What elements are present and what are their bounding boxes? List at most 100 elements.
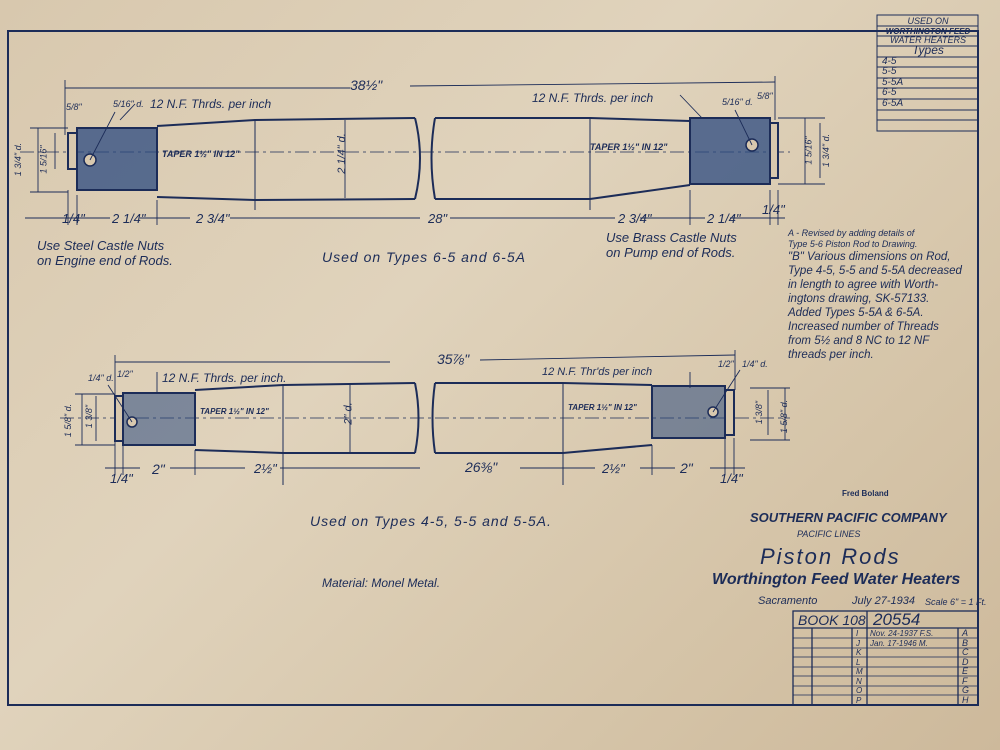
bottom-dim: 2": [152, 461, 165, 477]
bottom-taper-left: TAPER 1½" IN 12": [200, 407, 269, 416]
bottom-thread-note-left: 12 N.F. Thrds. per inch.: [162, 371, 287, 385]
rev-entry: Jan. 17-1946 M.: [870, 639, 928, 648]
revision-a: Type 5-6 Piston Rod to Drawing.: [788, 239, 918, 249]
used-on-heading: USED ON: [907, 16, 949, 26]
type-item: 6-5A: [882, 97, 904, 109]
bottom-overall-length: 35⅞": [437, 351, 470, 367]
bottom-end-length-right: 1/2": [718, 359, 734, 369]
bottom-dia-inner-right: 1 3/8": [754, 400, 765, 425]
top-dim: 2 3/4": [618, 211, 652, 226]
bottom-rod-dimensions: [75, 350, 790, 475]
top-end-length-right: 5/8": [757, 91, 773, 101]
revision-b: Type 4-5, 5-5 and 5-5A decreased: [788, 265, 962, 277]
used-on-heading: WORTHINGTON FEED: [885, 26, 971, 36]
rev-letter: L: [856, 658, 861, 667]
top-overall-length: 38½": [350, 77, 383, 93]
used-on-heading: WATER HEATERS: [889, 35, 966, 45]
bottom-pin-hole-right: 1/4" d.: [742, 359, 768, 369]
rev-letter: M: [856, 667, 863, 676]
rev-letter: G: [962, 685, 970, 695]
bottom-taper-right: TAPER 1½" IN 12": [568, 403, 637, 412]
bottom-rod: [60, 382, 790, 485]
steel-nuts-note: Use Steel Castle Nuts: [37, 238, 165, 253]
bottom-dia-inner-left: 1 3/8": [84, 404, 95, 429]
used-on-table-lines: [876, 14, 979, 132]
title-block-lines: [792, 610, 979, 706]
top-taper-right: TAPER 1½" IN 12": [590, 142, 668, 152]
top-dia-inner-right: 1 5/16": [803, 136, 814, 165]
top-dim: 2 1/4": [112, 211, 146, 226]
used-on-table: USED ON WORTHINGTON FEED WATER HEATERS T…: [878, 16, 978, 109]
division: PACIFIC LINES: [797, 529, 861, 539]
rev-letter: P: [856, 696, 862, 705]
revision-b: ingtons drawing, SK-57133.: [788, 293, 930, 305]
type-item: 5-5A: [882, 76, 904, 88]
revision-b: in length to agree with Worth-: [788, 279, 939, 291]
top-pin-hole-right: 5/16" d.: [722, 97, 753, 107]
bottom-dim: 1/4": [110, 471, 133, 486]
rev-letter: D: [962, 657, 969, 667]
revision-notes: A - Revised by adding details of Type 5-…: [788, 228, 962, 362]
revision-b: threads per inch.: [788, 349, 874, 361]
date: July 27-1934: [852, 595, 915, 607]
rev-letter: K: [856, 648, 862, 657]
brass-nuts-note: Use Brass Castle Nuts: [606, 230, 737, 245]
rev-entry: Nov. 24-1937 F.S.: [870, 629, 934, 638]
rev-letter: N: [856, 677, 862, 686]
top-thread-note-right: 12 N.F. Thrds. per inch: [532, 91, 654, 105]
type-item: 6-5: [882, 87, 897, 98]
top-dim: 1/4": [762, 202, 785, 217]
bottom-dim: 2": [680, 460, 693, 476]
revision-a: A - Revised by adding details of: [788, 228, 915, 238]
bottom-dia-outer-right: 1 5/8" d.: [779, 399, 790, 434]
rev-letter: B: [962, 638, 969, 648]
rev-letter: I: [856, 629, 859, 638]
top-dia-inner-left: 1 5/16": [38, 145, 49, 174]
top-dim: 2 3/4": [196, 211, 230, 226]
top-dia-outer-right: 1 3/4" d.: [821, 133, 832, 168]
rev-letter: A: [962, 628, 969, 638]
brass-nuts-note: on Pump end of Rods.: [606, 245, 736, 260]
rev-letter: F: [962, 676, 968, 686]
top-taper-left: TAPER 1½" IN 12": [162, 149, 240, 159]
drawing-title: Piston Rods: [760, 544, 901, 569]
top-dim: 2 1/4": [707, 211, 741, 226]
top-rod-dimensions: [25, 76, 825, 225]
bottom-dim: 2½": [602, 461, 625, 476]
revision-b: Increased number of Threads: [788, 321, 939, 333]
top-shaft-dia: 2 1/4" d.: [335, 133, 348, 174]
top-dim: 28": [428, 211, 448, 226]
top-end-length-left: 5/8": [66, 102, 82, 112]
bottom-dim: 2½": [254, 461, 277, 476]
bottom-end-length-left: 1/2": [117, 369, 133, 379]
type-item: 4-5: [882, 55, 897, 67]
types-label: Types: [912, 42, 944, 57]
book-number: BOOK 108: [798, 612, 866, 628]
top-used-on: Used on Types 6-5 and 6-5A: [322, 249, 526, 265]
drawing-border: [7, 30, 979, 706]
signature: Fred Boland: [842, 489, 889, 498]
revision-b: Added Types 5-5A & 6-5A.: [788, 307, 924, 319]
revision-b: "B" Various dimensions on Rod,: [788, 251, 951, 263]
rev-letter: E: [962, 666, 969, 676]
bottom-used-on: Used on Types 4-5, 5-5 and 5-5A.: [310, 513, 552, 529]
top-pin-hole-left: 5/16" d.: [113, 99, 144, 109]
rev-letter: C: [962, 647, 969, 657]
top-rod: [20, 117, 790, 210]
revision-b: from 5½ and 8 NC to 12 NF: [788, 335, 930, 347]
bottom-thread-note-right: 12 N.F. Thr'ds per inch: [542, 366, 653, 378]
material-note: Material: Monel Metal.: [322, 576, 441, 590]
bottom-shaft-dia: 2" d.: [342, 402, 355, 425]
rev-letter: J: [856, 639, 860, 648]
drawing-number: 20554: [873, 610, 921, 629]
top-dia-outer-left: 1 3/4" d.: [13, 142, 24, 177]
type-item: 5-5: [882, 66, 897, 77]
rev-letter: H: [962, 695, 969, 705]
bottom-pin-hole-left: 1/4" d.: [88, 373, 114, 383]
drawing-subtitle: Worthington Feed Water Heaters: [712, 571, 961, 588]
bottom-dia-outer-left: 1 5/8" d.: [63, 403, 74, 438]
top-thread-note-left: 12 N.F. Thrds. per inch: [150, 97, 272, 111]
company-name: SOUTHERN PACIFIC COMPANY: [750, 510, 947, 525]
steel-nuts-note: on Engine end of Rods.: [37, 253, 173, 268]
